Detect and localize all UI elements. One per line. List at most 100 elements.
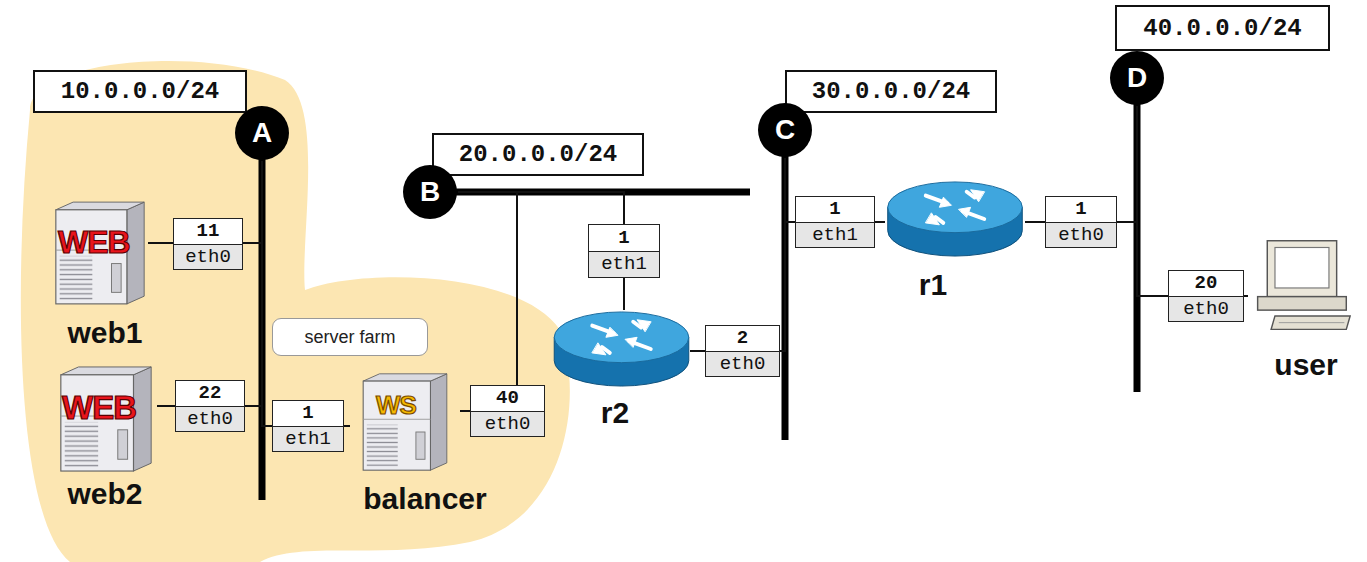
iface-row: 1 <box>589 225 659 251</box>
bus-circle <box>235 106 289 160</box>
iface-row: 20 <box>1169 271 1243 296</box>
iface-row: eth0 <box>1046 222 1116 248</box>
interface-box: 1 eth1 <box>272 400 344 452</box>
network-link <box>1117 106 1137 222</box>
bus-circle: A <box>234 105 290 161</box>
device-icon <box>553 310 690 388</box>
iface-row: 22 <box>176 381 244 406</box>
interface-box: 2 eth0 <box>705 325 780 377</box>
subnet-address: 20.0.0.0/24 <box>459 141 617 168</box>
network-link <box>458 192 624 224</box>
subnet-box: 30.0.0.0/24 <box>785 70 997 113</box>
network-link <box>690 350 705 352</box>
host-address: 40 <box>496 387 519 409</box>
note-box: server farm <box>272 318 428 356</box>
network-link <box>148 242 173 244</box>
iface-row: 11 <box>174 219 242 244</box>
icon-badge: WEB <box>58 224 130 261</box>
iface-row: 2 <box>706 326 779 351</box>
interface-box: 1eth1 <box>588 224 660 278</box>
bus-circle: D <box>1109 50 1165 106</box>
iface-row: eth1 <box>796 222 874 248</box>
interface-name: eth0 <box>485 413 531 435</box>
device-icon <box>1248 238 1354 336</box>
interface-name: eth0 <box>187 408 233 430</box>
iface-row: 1 <box>796 197 874 222</box>
host-address: 1 <box>1075 198 1086 220</box>
subnet-box: 20.0.0.0/24 <box>432 133 644 176</box>
network-link <box>1244 295 1248 297</box>
subnet-address: 30.0.0.0/24 <box>812 78 970 105</box>
device-name: r2 <box>601 396 629 430</box>
iface-row: 1 <box>1046 197 1116 222</box>
device-name: balancer <box>363 482 486 516</box>
iface-row: eth0 <box>1169 296 1243 322</box>
subnet-address: 10.0.0.0/24 <box>61 78 219 105</box>
iface-row: 1 <box>273 401 343 426</box>
host-address: 20 <box>1195 272 1218 294</box>
iface-row: 40 <box>471 386 544 411</box>
icon-badge: WEB <box>62 389 136 427</box>
iface-row: eth1 <box>273 426 343 452</box>
interface-box: 20 eth0 <box>1168 270 1244 322</box>
bus-circle <box>1110 51 1164 105</box>
bus-letter: B <box>420 176 440 208</box>
network-link <box>785 158 795 222</box>
bus-lines <box>262 78 1137 500</box>
network-link <box>458 192 517 385</box>
network-link <box>262 161 272 426</box>
network-device: WEBweb2 <box>55 365 157 473</box>
host-address: 1 <box>302 402 313 424</box>
device-name: r1 <box>919 268 947 302</box>
icon-badge: WS <box>376 390 416 421</box>
bus-circle: B <box>402 164 458 220</box>
iface-row: eth1 <box>589 251 659 278</box>
bus-letter: C <box>775 114 795 146</box>
host-address: 11 <box>197 220 220 242</box>
bus-letter: A <box>252 117 272 149</box>
network-link <box>344 425 350 427</box>
device-name: web2 <box>67 477 142 511</box>
network-link <box>460 410 470 412</box>
interface-box: 40 eth0 <box>470 385 545 437</box>
bus-letter: D <box>1127 62 1147 94</box>
interface-name: eth1 <box>812 224 858 246</box>
network-device: WSbalancer <box>350 372 460 472</box>
bus-circle: C <box>757 102 813 158</box>
device-icon <box>885 180 1025 258</box>
device-name: user <box>1274 348 1337 382</box>
subnet-box: 10.0.0.0/24 <box>33 70 247 113</box>
note-text: server farm <box>304 327 395 348</box>
network-link <box>243 161 262 243</box>
network-device: r2 <box>553 310 690 388</box>
interface-name: eth1 <box>285 428 331 450</box>
network-link <box>623 278 625 310</box>
network-link <box>245 161 262 406</box>
interface-name: eth0 <box>720 353 766 375</box>
device-name: web1 <box>67 316 142 350</box>
network-link <box>875 221 885 223</box>
host-address: 1 <box>829 198 840 220</box>
interface-name: eth0 <box>1183 298 1229 320</box>
network-link <box>1025 221 1045 223</box>
network-device: r1 <box>885 180 1025 258</box>
interface-name: eth0 <box>1058 224 1104 246</box>
interface-box: 1 eth0 <box>1045 196 1117 248</box>
host-address: 1 <box>618 227 629 249</box>
network-link <box>157 405 175 407</box>
network-link <box>1137 106 1168 296</box>
interface-name: eth0 <box>185 246 231 268</box>
device-icon <box>350 372 460 472</box>
interface-box: 1 eth1 <box>795 196 875 248</box>
bus-circle <box>403 165 457 219</box>
network-device: user <box>1248 238 1354 336</box>
subnet-box: 40.0.0.0/24 <box>1115 5 1330 51</box>
host-address: 22 <box>199 382 222 404</box>
subnet-address: 40.0.0.0/24 <box>1143 15 1301 42</box>
interface-box: 22 eth0 <box>175 380 245 432</box>
iface-row: eth0 <box>174 244 242 270</box>
network-device: WEBweb1 <box>52 200 148 306</box>
host-address: 2 <box>737 327 748 349</box>
bus-circle <box>758 103 812 157</box>
iface-row: eth0 <box>471 411 544 437</box>
